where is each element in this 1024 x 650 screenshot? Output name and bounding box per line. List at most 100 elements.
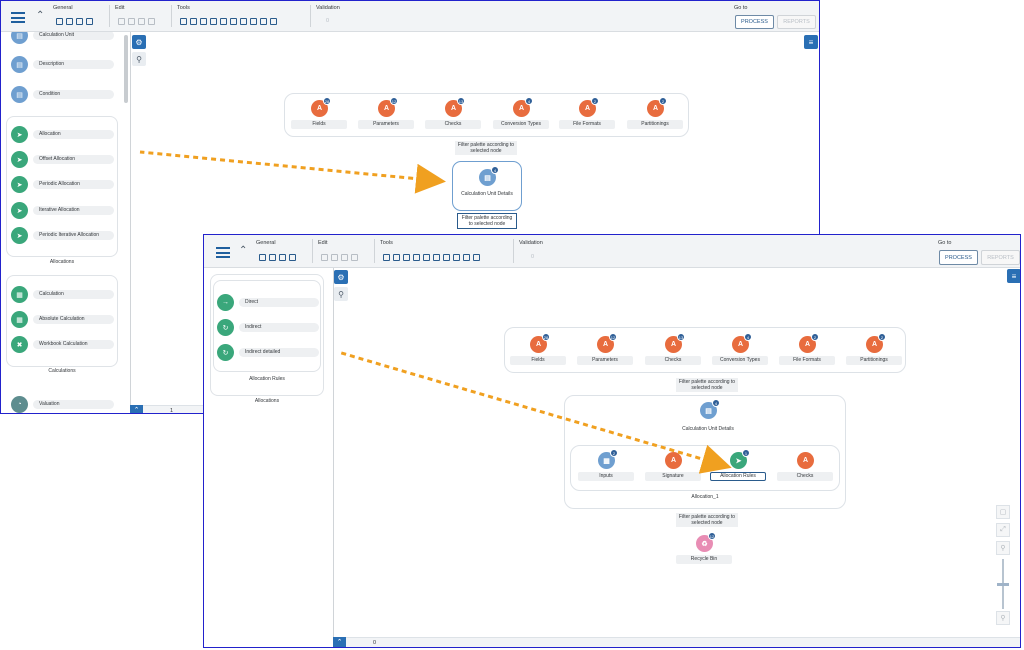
cut-icon[interactable] [321, 254, 328, 261]
delete-icon[interactable] [148, 18, 155, 25]
menu-icon[interactable] [216, 247, 230, 258]
palette-toggle-button[interactable]: ⚙ [334, 270, 348, 284]
collapse-chevron-icon[interactable]: ⌃ [239, 245, 248, 256]
undo-icon[interactable] [66, 18, 73, 25]
palette-toggle-button[interactable]: ⚙ [132, 35, 146, 49]
palette-item-indirect[interactable]: ↻ Indirect [217, 318, 321, 338]
search-icon[interactable]: ⚲ [334, 287, 348, 301]
process-button[interactable]: PROCESS [735, 15, 774, 29]
palette-item[interactable]: ➤ Periodic Iterative Allocation [11, 226, 116, 246]
reports-button[interactable]: REPORTS [777, 15, 816, 29]
search-icon[interactable]: ⚲ [132, 52, 146, 66]
expand-up-button[interactable]: ⌃ [130, 405, 143, 413]
tool-icon[interactable] [413, 254, 420, 261]
node-icon: A [665, 452, 682, 469]
tool-icon[interactable] [210, 18, 217, 25]
allocation-icon: ➤ [11, 202, 28, 219]
recycle-bin-node[interactable]: ♻ 12 Recycle Bin [676, 532, 732, 571]
tool-icon[interactable] [260, 18, 267, 25]
delete-icon[interactable] [351, 254, 358, 261]
edit-pen-icon[interactable] [473, 254, 480, 261]
palette-item[interactable]: ▦ Absolute Calculation [11, 310, 116, 330]
filter-caption[interactable]: Filter palette according to selected nod… [455, 141, 517, 155]
refresh-icon[interactable] [86, 18, 93, 25]
settings-sliders-icon[interactable]: ≡ [804, 35, 818, 49]
redo-icon[interactable] [279, 254, 286, 261]
expand-up-button[interactable]: ⌃ [333, 637, 346, 647]
hierarchy-icon[interactable] [443, 254, 450, 261]
redo-icon[interactable] [76, 18, 83, 25]
tool-icon[interactable] [383, 254, 390, 261]
palette-item[interactable]: ✖ Workbook Calculation [11, 335, 116, 355]
palette-item[interactable]: ◔ Valuation [11, 395, 116, 413]
count-badge: 13 [457, 97, 465, 105]
tool-icon[interactable] [230, 18, 237, 25]
play-icon[interactable] [190, 18, 197, 25]
edit-pen-icon[interactable] [270, 18, 277, 25]
refresh-icon[interactable] [289, 254, 296, 261]
table-icon[interactable] [403, 254, 410, 261]
save-icon[interactable] [56, 18, 63, 25]
calculation-unit-node[interactable]: ▤ 4 Calculation Unit Details [680, 399, 736, 438]
palette-item[interactable]: ➤ Offset Allocation [11, 150, 116, 170]
palette-item[interactable]: ➤ Iterative Allocation [11, 201, 116, 221]
copy-icon[interactable] [128, 18, 135, 25]
palette-item[interactable]: ▤ Condition [11, 85, 116, 105]
collapse-chevron-icon[interactable]: ⌃ [36, 10, 45, 21]
tool-icon[interactable] [180, 18, 187, 25]
copy-icon[interactable] [331, 254, 338, 261]
hierarchy-icon[interactable] [240, 18, 247, 25]
fullscreen-icon[interactable]: ⤢ [996, 523, 1010, 537]
process-button[interactable]: PROCESS [939, 250, 978, 265]
tool-icon[interactable] [220, 18, 227, 25]
fit-icon[interactable]: ▢ [996, 505, 1010, 519]
filter-caption[interactable]: Filter palette according to selected nod… [676, 378, 738, 392]
tool-icon[interactable] [433, 254, 440, 261]
zoom-out-icon[interactable]: ⚲ [996, 611, 1010, 625]
palette-item[interactable]: ➤ Periodic Allocation [11, 175, 116, 195]
calculation-unit-node[interactable]: ▤ 4 Calculation Unit Details [459, 166, 515, 205]
tool-icon[interactable] [423, 254, 430, 261]
zoom-slider-handle[interactable] [997, 583, 1009, 586]
palette-item[interactable]: ➤ Allocation [11, 125, 116, 145]
palette-item-indirect-detailed[interactable]: ↻ Indirect detailed [217, 343, 321, 363]
play-icon[interactable] [393, 254, 400, 261]
paste-icon[interactable] [341, 254, 348, 261]
filter-caption[interactable]: Filter palette according to selected nod… [676, 513, 738, 527]
filter-caption[interactable]: Filter palette according to selected nod… [457, 213, 517, 229]
tool-icon[interactable] [250, 18, 257, 25]
reports-button[interactable]: REPORTS [981, 250, 1020, 265]
settings-sliders-icon[interactable]: ≡ [1007, 269, 1020, 283]
undo-icon[interactable] [269, 254, 276, 261]
zoom-in-icon[interactable]: ⚲ [996, 541, 1010, 555]
save-icon[interactable] [259, 254, 266, 261]
palette-item-direct[interactable]: → Direct [217, 293, 321, 313]
cut-icon[interactable] [118, 18, 125, 25]
tool-icon[interactable] [463, 254, 470, 261]
palette-item[interactable]: ▤ Calculation Unit [11, 32, 116, 46]
palette-item[interactable]: ▤ Description [11, 55, 116, 75]
paste-icon[interactable] [138, 18, 145, 25]
table-icon[interactable] [200, 18, 207, 25]
tool-icon[interactable] [453, 254, 460, 261]
palette-scrollbar[interactable] [124, 35, 128, 103]
palette-item[interactable]: ▦ Calculation [11, 285, 116, 305]
menu-icon[interactable] [11, 12, 25, 23]
node-icon: A [797, 452, 814, 469]
